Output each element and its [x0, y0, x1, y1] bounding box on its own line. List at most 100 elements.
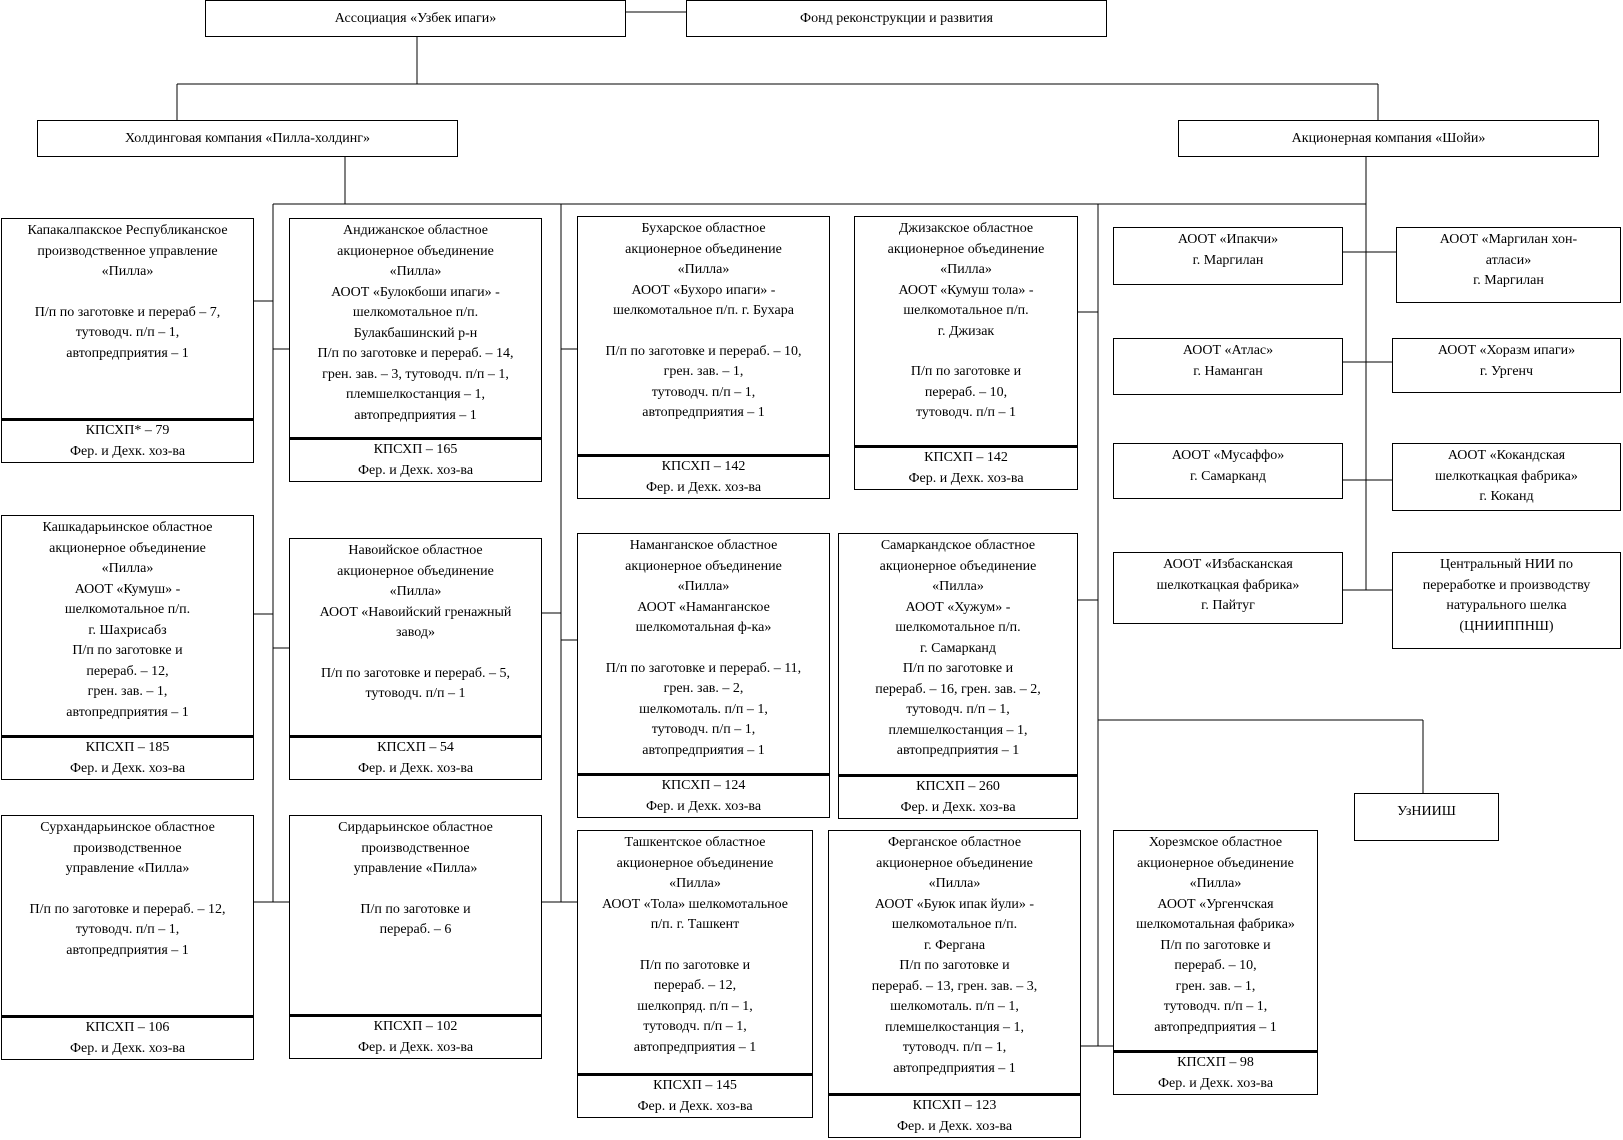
box-text-line: г. Ургенч	[1479, 363, 1534, 379]
box-text-line: «Пилла»	[389, 264, 442, 279]
box-text-line	[578, 639, 829, 659]
atlas-text: АООТ «Атлас»г. Наманган	[1114, 339, 1342, 382]
box-text-line: «Пилла»	[932, 579, 984, 594]
box-text-line	[290, 880, 541, 900]
association-box: Ассоциация «Узбек ипаги»	[205, 0, 626, 37]
box-text-line: г. Самарканд	[919, 640, 997, 656]
box-text-line: автопредприятия – 1	[896, 743, 1020, 758]
box-text-line: АООТ «Наманганское	[637, 599, 770, 615]
box-text-line: АООТ «Кумуш тола» -	[898, 282, 1034, 298]
box-text-line: тутоводч. п/п – 1,	[1163, 999, 1268, 1014]
box-text-line: г. Фергана	[923, 937, 986, 953]
box-text-line: тутоводч. п/п – 1,	[906, 702, 1010, 717]
box-text-line: акционерное объединение	[879, 558, 1037, 574]
box-text-line: «Пилла»	[1189, 876, 1242, 891]
box-text-line: АООТ «Хужум» -	[905, 599, 1011, 615]
box-text-line	[578, 322, 829, 342]
box-text-line: «Пилла»	[669, 876, 721, 891]
box-text-line: шелкомотальная фабрика»	[1136, 917, 1295, 932]
box-text-line	[855, 342, 1077, 362]
box-text-line: Булакбашинский р-н	[353, 325, 478, 341]
khorazm-ipagi-box: АООТ «Хоразм ипаги»г. Ургенч	[1392, 338, 1621, 393]
box-text-line: автопредприятия – 1	[642, 742, 765, 758]
bukhara-box: Бухарское областное акционерное объединен…	[577, 216, 830, 499]
box-text-line: Сирдарьинское областное	[338, 820, 493, 835]
box-text-line: г. Шахрисабз	[88, 622, 167, 638]
box-text-line: управление «Пилла»	[65, 861, 190, 876]
footer-text-line: Фер. и Дехк. хоз-ва	[69, 760, 186, 776]
box-text-line: П/п по заготовке и	[902, 661, 1014, 676]
box-text-line: П/п по заготовке и	[1160, 937, 1271, 953]
box-text-line: АООТ «Булокбоши ипаги» -	[331, 284, 500, 300]
box-text-line: «Пилла»	[101, 561, 154, 576]
box-text-line: Джизакское областное	[898, 221, 1034, 236]
box-text-line: акционерное объединение	[1137, 855, 1294, 871]
box-text-line: АООТ «Навоийский гренажный	[319, 604, 512, 620]
box-text-line: тутоводч. п/п – 1	[365, 686, 466, 701]
box-text-line: П/п по заготовке и перераб. – 10,	[605, 343, 802, 359]
footer-text-line: Фер. и Дехк. хоз-ва	[69, 1040, 186, 1056]
box-text-line: шелкоткацкая фабрика»	[1435, 468, 1578, 484]
box-text-line: акционерное объединение	[625, 241, 782, 257]
box-text-line: шелкомоталь. п/п – 1,	[639, 701, 768, 717]
box-text-line: «Пилла»	[940, 262, 992, 277]
box-text-line: «Пилла»	[677, 579, 730, 594]
footer-text-line: Фер. и Дехк. хоз-ва	[637, 1098, 753, 1114]
box-text-line: АООТ «Маргилан хон-	[1439, 232, 1578, 247]
box-text-line: акционерное объединение	[337, 563, 494, 579]
box-text-line: перераб. – 12,	[86, 663, 169, 679]
box-text-line: АООТ «Избасканская	[1163, 557, 1293, 572]
box-text-line: тутоводч. п/п – 1,	[75, 325, 180, 340]
box-text-line: «Пилла»	[101, 264, 154, 279]
box-text-line: П/п по заготовке и перераб. – 14,	[317, 346, 514, 361]
box-text-line: автопредприятия – 1	[66, 345, 189, 361]
box-text-line: производственное управление	[37, 243, 218, 259]
box-text-line: Сурхандарьинское областное	[40, 820, 215, 835]
box-text-line: акционерное объединение	[616, 855, 774, 871]
box-text-line: АООТ «Ургенчская	[1157, 896, 1274, 912]
box-text-line: Бухарское областное	[641, 221, 766, 236]
box-text-line: грен. зав. – 3, тутоводч. п/п – 1,	[322, 366, 509, 382]
box-text-line: «Пилла»	[677, 262, 730, 277]
footer-text-line: Фер. и Дехк. хоз-ва	[645, 798, 762, 814]
box-text-line: Холдинговая компания «Пилла-холдинг»	[125, 131, 370, 146]
box-text-line: АООТ «Мусаффо»	[1171, 448, 1285, 463]
footer-text-line: КПСХП – 142	[924, 450, 1008, 465]
box-text-line: перераб. – 16, грен. зав. – 2,	[875, 681, 1041, 697]
box-text-line: П/п по заготовке и перераб – 7,	[34, 304, 221, 320]
box-text-line: перераб. – 12,	[653, 978, 737, 993]
box-text-line: автопредприятия – 1	[642, 405, 765, 420]
box-text-line: г. Пайтуг	[1201, 598, 1255, 613]
footer-text-line: КПСХП – 185	[85, 740, 170, 755]
fund-box: Фонд реконструкции и развития	[686, 0, 1107, 37]
box-text-line: тутоводч. п/п – 1,	[651, 722, 756, 737]
box-text-line: автопредприятия – 1	[893, 1060, 1016, 1076]
box-text-line: АООТ «Кумуш» -	[74, 581, 181, 597]
musaffo-box: АООТ «Мусаффо»г. Самарканд	[1113, 443, 1343, 499]
box-text-line: автопредприятия – 1	[66, 704, 189, 720]
association-text: Ассоциация «Узбек ипаги»	[206, 1, 625, 29]
box-text-line: Хорезмское областное	[1148, 835, 1283, 850]
box-text-line	[2, 880, 253, 900]
box-text-line: П/п по заготовке и	[360, 901, 471, 917]
khorezm-text: Хорезмское областное акционерное объедине…	[1114, 831, 1317, 1038]
